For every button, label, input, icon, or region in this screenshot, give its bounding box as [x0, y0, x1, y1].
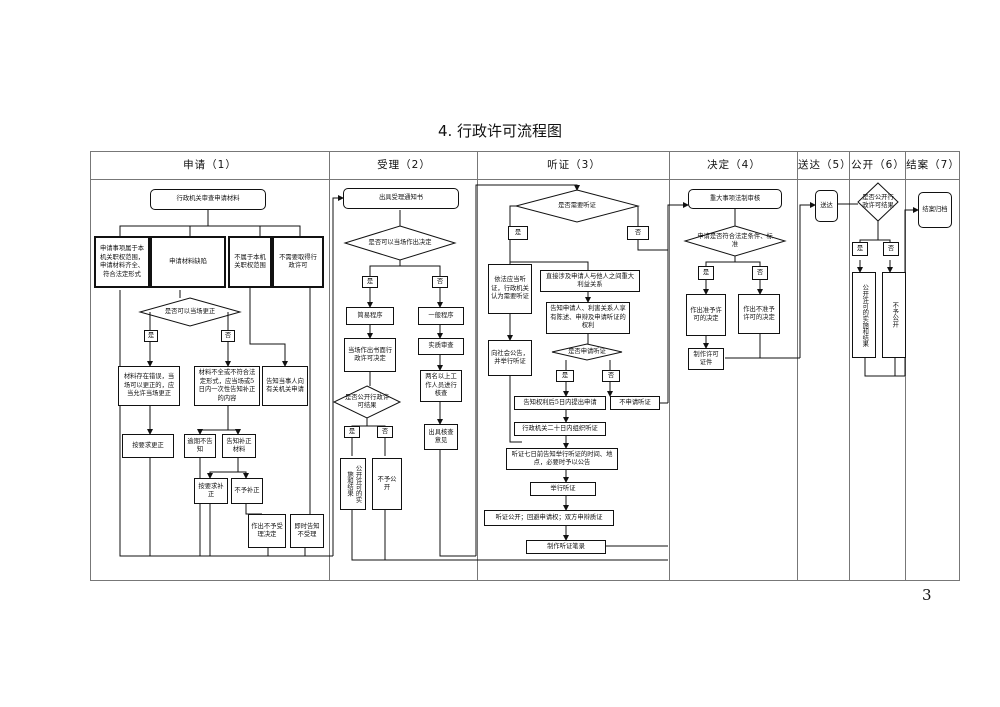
node-hear-no: 否	[627, 226, 649, 240]
swimlane-table: 申请（1） 受理（2） 听证（3） 决定（4） 送达（5） 公开（6） 结案（7…	[90, 151, 960, 581]
node-dec-major: 重大事项法制审核	[688, 189, 782, 209]
node-acc-opinion: 出具核查意见	[424, 424, 458, 450]
page-number: 3	[922, 586, 932, 604]
node-apply-reject-dec: 作出不予受理决定	[248, 514, 286, 548]
diamond-hear-apply	[551, 343, 623, 361]
node-apply-submit: 行政机关审查申请材料	[150, 189, 266, 210]
node-acc-no: 否	[432, 276, 448, 288]
node-acc-no2: 否	[377, 426, 393, 438]
node-hear-yes: 是	[508, 226, 528, 240]
diamond-pub-label: 是否公开行政许可结果	[862, 193, 894, 209]
node-apply-missing: 申请材料缺陷	[150, 236, 226, 288]
lane-decision: 决定（4）	[669, 152, 798, 580]
node-dec-refuse: 作出不准予许可的决定	[738, 294, 780, 334]
lane-apply: 申请（1）	[91, 152, 329, 580]
node-hear-7days: 听证七日前告知举行听证的时间、地点，必要时予以公告	[506, 448, 618, 470]
node-apply-reject-now: 即时告知不受理	[290, 514, 324, 548]
node-deliver: 送达	[815, 190, 838, 222]
node-apply-notify-once: 材料不全或不符合法定形式，应当场或5日内一次性告知补正的内容	[194, 366, 260, 406]
diamond-dec-legal-label: 申请是否符合法定条件、标准	[697, 232, 773, 248]
node-apply-no-permit: 不需要取得行政许可	[272, 236, 324, 288]
node-hear-interest: 直接涉及申请人与他人之间重大利益关系	[540, 270, 640, 292]
diamond-hear-need	[514, 189, 640, 223]
node-hear-hold: 举行听证	[530, 482, 596, 496]
diamond-acc-public-label: 是否公开行政许可结果	[344, 393, 390, 409]
lane-header-accept: 受理（2）	[330, 152, 478, 180]
node-apply-supp-ok: 按要求补正	[194, 478, 228, 504]
diamond-hear-need-label: 是否需要听证	[558, 201, 596, 209]
node-apply-req-fix: 按要求更正	[122, 434, 174, 458]
node-apply-out-scope: 不属于本机关职权范围	[228, 236, 272, 288]
node-acc-review: 实质审查	[418, 338, 464, 355]
node-hear-no2: 否	[602, 370, 620, 382]
lane-header-deliver: 送达（5）	[798, 152, 851, 180]
node-pub-publish: 公开许可的实施和结果	[852, 272, 876, 358]
node-hear-no-apply: 不申请听证	[610, 396, 660, 410]
node-apply-fix-onsite: 材料存在错误，当场可以更正的，应当允许当场更正	[118, 366, 180, 406]
node-dec-grant: 作出准予许可的决定	[686, 294, 726, 336]
node-acc-two-staff: 两名以上工作人员进行核查	[420, 370, 462, 402]
lane-header-publish: 公开（6）	[850, 152, 906, 180]
node-hear-notify-right: 告知申请人、利害关系人享有陈述、申辩及申请听证的权利	[546, 302, 630, 334]
node-apply-supp-no: 不予补正	[231, 478, 263, 504]
node-pub-no: 否	[883, 242, 899, 256]
node-hear-yes2: 是	[556, 370, 574, 382]
node-acc-simple: 简易程序	[346, 307, 394, 325]
node-acc-general: 一般程序	[418, 307, 464, 325]
node-pub-not: 不予公开	[882, 272, 906, 358]
lane-header-decision: 决定（4）	[670, 152, 798, 180]
lane-hearing: 听证（3）	[477, 152, 670, 580]
node-acc-publish: 公开许可的实施和结果	[340, 458, 366, 510]
diamond-apply-fix-label: 是否可以当场更正	[164, 307, 216, 315]
lane-header-apply: 申请（1）	[91, 152, 329, 180]
node-apply-tell-other: 告知当事人向有关机关申请	[262, 366, 308, 406]
node-dec-yes: 是	[698, 266, 714, 280]
lane-accept: 受理（2）	[329, 152, 478, 580]
node-apply-in-scope: 申请事项属于本机关职权范围，申请材料齐全、符合法定形式	[94, 236, 150, 288]
lane-header-close: 结案（7）	[906, 152, 960, 180]
diamond-apply-fix	[138, 297, 242, 327]
lane-header-hearing: 听证（3）	[478, 152, 670, 180]
node-acc-written: 当场作出书面行政许可决定	[344, 338, 396, 372]
node-hear-open: 听证公开；回避申请权；双方申辩质证	[484, 510, 614, 526]
node-apply-yes: 是	[144, 330, 158, 342]
node-acc-yes2: 是	[344, 426, 360, 438]
node-acc-not-pub: 不予公开	[372, 458, 402, 510]
node-dec-no: 否	[752, 266, 768, 280]
node-hear-record: 制作听证笔录	[526, 540, 606, 554]
node-apply-no: 否	[221, 330, 235, 342]
page-title: 4. 行政许可流程图	[437, 122, 563, 140]
node-pub-yes: 是	[852, 242, 868, 256]
node-hear-20days: 行政机关二十日内组织听证	[514, 422, 606, 436]
lane-publish: 公开（6）	[849, 152, 906, 580]
node-apply-overdue: 逾期不告知	[184, 434, 216, 458]
node-hear-5days: 告知权利后5日内提出申请	[514, 396, 606, 410]
node-acc-yes: 是	[362, 276, 378, 288]
node-hear-law: 依法应当听证，行政机关认为需要听证	[488, 264, 532, 314]
lane-deliver: 送达（5）	[797, 152, 851, 580]
node-dec-cert: 制作许可证件	[688, 348, 724, 370]
node-acc-notice: 出具受理通知书	[343, 188, 459, 209]
diamond-hear-apply-label: 是否申请听证	[568, 347, 606, 355]
node-close-archive: 结案归档	[918, 192, 952, 228]
node-apply-notify-supp: 告知补正材料	[222, 434, 256, 458]
node-hear-public: 向社会公告，并举行听证	[488, 340, 532, 376]
diamond-acc-onsite-label: 是否可以当场作出决定	[368, 238, 432, 246]
